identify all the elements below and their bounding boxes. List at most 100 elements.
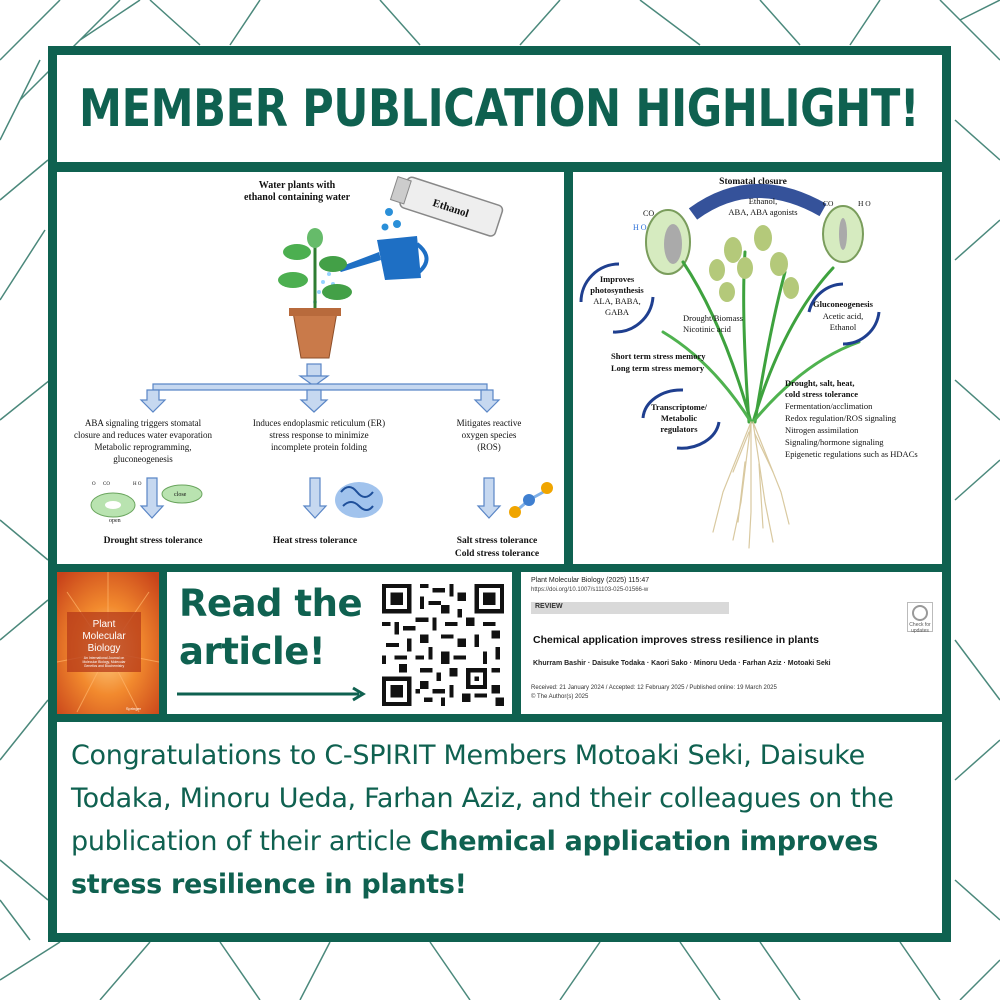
photosynthesis-3: ALA, BABA, bbox=[593, 296, 640, 306]
paper-header-panel[interactable]: Plant Molecular Biology (2025) 115:47 ht… bbox=[521, 572, 942, 714]
journal-cover-image: Plant Molecular Biology An International… bbox=[57, 572, 159, 714]
tolerance-item-3: Nitrogen assimilation bbox=[785, 425, 859, 435]
col3-line-1: Mitigates reactive bbox=[457, 418, 522, 428]
outcome-cold: Cold stress tolerance bbox=[455, 549, 539, 559]
title-panel: MEMBER PUBLICATION HIGHLIGHT! bbox=[57, 55, 942, 162]
mechanism-figure-right: Stomatal closure Ethanol, ABA, ABA agoni… bbox=[573, 172, 942, 564]
cover-title-3: Biology bbox=[88, 643, 121, 654]
paper-doi[interactable]: https://doi.org/10.1007/s11103-025-01566… bbox=[531, 587, 649, 593]
top-label-2: ethanol containing water bbox=[244, 192, 351, 203]
arrow-right-icon bbox=[177, 686, 366, 702]
review-bar bbox=[531, 602, 729, 614]
gluconeogenesis-2: Ethanol bbox=[830, 322, 857, 332]
transcriptome-1: Transcriptome/ bbox=[651, 402, 708, 412]
stomata-o2: O bbox=[92, 482, 96, 487]
h2o-left: H O bbox=[633, 223, 647, 232]
journal-cover[interactable]: Plant Molecular Biology An International… bbox=[57, 572, 159, 714]
paper-copyright: © The Author(s) 2025 bbox=[531, 694, 589, 700]
col3-line-2: oxygen species bbox=[462, 430, 517, 440]
check-line-2: updates bbox=[911, 628, 929, 634]
stomata-co2: CO bbox=[103, 482, 110, 487]
memory-short: Short term stress memory bbox=[611, 351, 706, 361]
photosynthesis-2: photosynthesis bbox=[590, 285, 644, 295]
tolerance-item-2: Redox regulation/ROS signaling bbox=[785, 413, 897, 423]
h2o-right: H O bbox=[858, 199, 871, 208]
co2-right: CO bbox=[823, 199, 834, 208]
stomatal-closure-arrow bbox=[688, 183, 827, 220]
congratulations-text: Congratulations to C-SPIRIT Members Moto… bbox=[71, 734, 931, 906]
plant-response-diagram: Stomatal closure Ethanol, ABA, ABA agoni… bbox=[579, 177, 918, 549]
transcriptome-2: Metabolic bbox=[661, 413, 698, 423]
outcome-heat: Heat stress tolerance bbox=[273, 536, 357, 546]
col2-line-3: incomplete protein folding bbox=[271, 442, 367, 452]
read-line-2: article! bbox=[179, 630, 326, 673]
col1-line-1: ABA signaling triggers stomatal bbox=[85, 418, 202, 428]
photosynthesis-4: GABA bbox=[605, 307, 630, 317]
closed-stoma-icon: CO H O bbox=[822, 199, 871, 263]
article-title-bold: Chemical application improves stress res… bbox=[71, 826, 879, 900]
cover-subtitle-3: Genetics and Biochemistry bbox=[84, 664, 125, 668]
page-title: MEMBER PUBLICATION HIGHLIGHT! bbox=[79, 78, 920, 139]
tolerance-item-4: Signaling/hormone signaling bbox=[785, 437, 884, 447]
top-label-1: Water plants with bbox=[259, 180, 336, 191]
tolerance-title-1: Drought, salt, heat, bbox=[785, 378, 855, 388]
paper-dates: Received: 21 January 2024 / Accepted: 12… bbox=[531, 685, 777, 691]
outcome-salt: Salt stress tolerance bbox=[457, 536, 538, 546]
col3-line-3: (ROS) bbox=[477, 442, 501, 452]
rice-plant-icon bbox=[661, 225, 861, 549]
tolerance-item-1: Fermentation/acclimation bbox=[785, 401, 873, 411]
col1-line-3: Metabolic reprogramming, bbox=[95, 442, 192, 452]
stomatal-closure-label: Stomatal closure bbox=[719, 177, 787, 187]
mechanism-diagram: Water plants with ethanol containing wat… bbox=[74, 176, 553, 559]
cycle-arrows bbox=[579, 262, 881, 450]
watering-can-icon bbox=[337, 236, 429, 280]
paper-title: Chemical application improves stress res… bbox=[533, 634, 819, 646]
protein-structure-icon bbox=[335, 482, 383, 518]
stomatal-agents-2: ABA, ABA agonists bbox=[728, 207, 797, 217]
outcome-drought: Drought stress tolerance bbox=[104, 536, 203, 546]
congratulations-panel: Congratulations to C-SPIRIT Members Moto… bbox=[57, 722, 942, 933]
cover-publisher: Springer bbox=[126, 706, 142, 711]
qr-code-icon[interactable] bbox=[382, 584, 504, 706]
col1-line-2: closure and reduces water evaporation bbox=[74, 430, 212, 440]
cover-subtitle-1: An International Journal on bbox=[84, 656, 125, 660]
check-updates-icon bbox=[912, 605, 928, 621]
gluconeogenesis-1: Acetic acid, bbox=[823, 311, 864, 321]
cover-subtitle-2: Molecular Biology, Molecular bbox=[82, 660, 126, 664]
read-line-1: Read the bbox=[179, 582, 363, 625]
stomata-open-label: open bbox=[109, 518, 121, 524]
branch-arrows bbox=[139, 363, 501, 413]
tolerance-item-5: Epigenetic regulations such as HDACs bbox=[785, 449, 918, 459]
molecule-icon bbox=[509, 482, 553, 518]
open-stoma-icon: CO H O bbox=[633, 209, 691, 275]
cover-title-2: Molecular bbox=[82, 631, 126, 642]
nicotinic-acid-label: Nicotinic acid bbox=[683, 324, 732, 334]
memory-long: Long term stress memory bbox=[611, 363, 705, 373]
mechanism-figure-left: Water plants with ethanol containing wat… bbox=[57, 172, 564, 564]
stomata-close-label: close bbox=[174, 492, 187, 498]
photosynthesis-1: Improves bbox=[600, 274, 635, 284]
check-line-1: Check for bbox=[909, 622, 931, 628]
ethanol-bottle-icon: Ethanol bbox=[389, 176, 504, 237]
paper-section-label: REVIEW bbox=[535, 603, 563, 610]
paper-authors: Khurram Bashir · Daisuke Todaka · Kaori … bbox=[533, 660, 831, 667]
stomatal-agents-1: Ethanol, bbox=[749, 196, 778, 206]
cover-title-1: Plant bbox=[93, 619, 116, 630]
col2-line-1: Induces endoplasmic reticulum (ER) bbox=[253, 418, 385, 428]
water-drops-icon bbox=[381, 208, 401, 231]
drought-biomass-label: Drought/Biomass bbox=[683, 313, 743, 323]
gluconeogenesis-title: Gluconeogenesis bbox=[813, 299, 874, 309]
stomata-h2o: H O bbox=[133, 482, 142, 487]
transcriptome-3: regulators bbox=[660, 424, 698, 434]
stomata-icon: O CO H O open close bbox=[90, 482, 203, 524]
check-for-updates-badge[interactable]: Check for updates bbox=[907, 602, 933, 634]
read-article-panel[interactable]: Read the article! bbox=[167, 572, 512, 714]
col1-line-4: gluconeogenesis bbox=[113, 454, 173, 464]
congratulations-body: Congratulations to C-SPIRIT Members Moto… bbox=[71, 740, 894, 857]
paper-journal: Plant Molecular Biology (2025) 115:47 bbox=[531, 577, 650, 584]
tolerance-title-2: cold stress tolerance bbox=[785, 389, 858, 399]
plant-icon bbox=[278, 228, 352, 359]
col2-line-2: stress response to minimize bbox=[269, 430, 368, 440]
read-article-label: Read the article! bbox=[179, 580, 363, 676]
